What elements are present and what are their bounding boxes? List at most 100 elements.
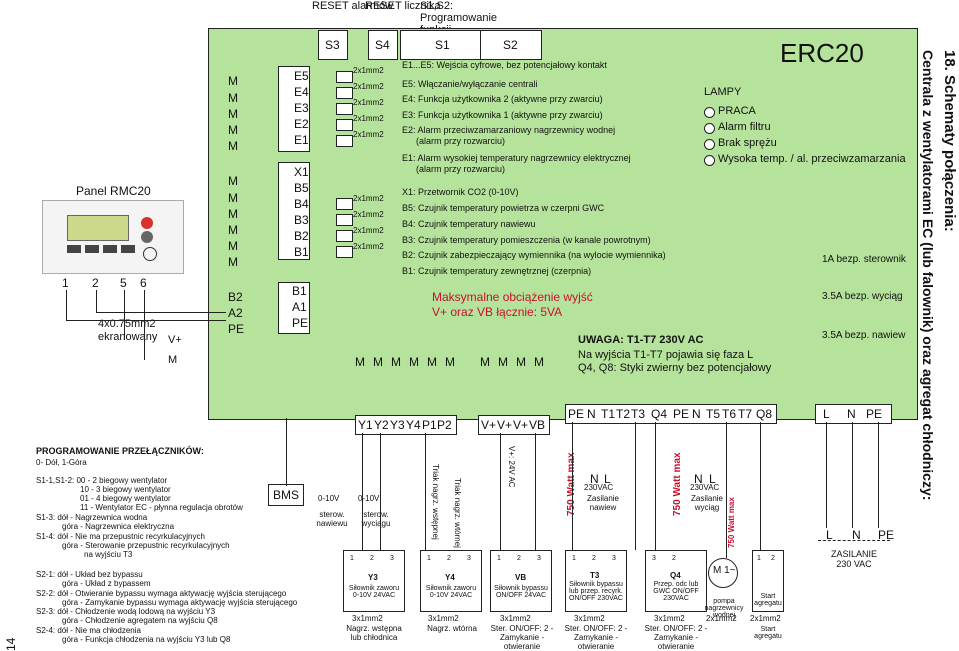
signal-0-10v: 0-10V	[358, 494, 380, 503]
device-cable: 3x1mm2	[352, 614, 383, 623]
term-n: N	[587, 407, 596, 421]
device-y4: 1 2 3 Y4 Siłownik zaworu 0-10V 24VAC	[420, 550, 482, 612]
prog-line: S2-4: dół - Nie ma chłodzenia	[36, 626, 141, 635]
device-title: Y3	[368, 573, 378, 582]
term-vplus: V+	[497, 418, 513, 432]
wire-label: 2x1mm2	[353, 194, 384, 203]
fan-icon	[143, 247, 157, 261]
reset-counter-label: RESET licznika	[365, 0, 441, 12]
bus-a2: A2	[228, 306, 243, 320]
sensor-b5	[336, 198, 353, 210]
bms-box: BMS	[268, 484, 304, 506]
wire	[362, 433, 363, 550]
m-bottom: M	[480, 355, 490, 369]
e-inputs-block	[278, 66, 310, 152]
switch-s1-label: S1	[435, 38, 450, 52]
wire-label: 2x1mm2	[353, 66, 384, 75]
bus-block-left	[222, 286, 244, 338]
desc-line: E1: Alarm wysokiej temperatury nagrzewni…	[402, 153, 631, 163]
device-term: 2	[517, 555, 521, 562]
bus-block-right	[278, 282, 310, 334]
switch-s4-box: S4	[368, 30, 398, 60]
vplus-24v: V+: 24V AC	[507, 446, 516, 488]
m-bottom: M	[498, 355, 508, 369]
lamps-title: LAMPY	[704, 86, 742, 98]
warning-title: UWAGA: T1-T7 230V AC	[578, 334, 704, 346]
switch-s3-box: S3	[318, 30, 348, 60]
device-cable: 3x1mm2	[654, 614, 685, 623]
side-title: 18. Schematy połączenia:	[941, 50, 958, 232]
device-term: 2	[672, 555, 676, 562]
wire	[380, 433, 381, 550]
pump-title: M 1~	[713, 565, 736, 576]
term-t2: T2	[616, 407, 631, 421]
term-pe: PE	[673, 407, 690, 421]
term-t7: T7	[738, 407, 753, 421]
input-b1: B1	[294, 245, 309, 259]
y-terminal-strip	[355, 415, 457, 435]
term-y2: Y2	[374, 418, 389, 432]
page-number: 14	[4, 637, 18, 651]
device-term: 1	[572, 555, 576, 562]
panel-display	[67, 215, 129, 241]
device-y3: 1 2 3 Y3 Siłownik zaworu 0-10V 24VAC	[343, 550, 405, 612]
term-y1: Y1	[358, 418, 373, 432]
prog-line: S1-1,S1-2: 00 - 2 biegowy wentylator	[36, 476, 168, 485]
wire-label: 2x1mm2	[353, 242, 384, 251]
device-term: 1	[757, 555, 761, 562]
m-term: M	[228, 223, 238, 237]
input-e1: E1	[294, 133, 309, 147]
start-desc: Start agregatu	[754, 593, 782, 607]
lamp-praca: PRACA	[718, 105, 756, 117]
device-term: 2	[447, 555, 451, 562]
prog-line: góra - Nagrzewnica elektryczna	[62, 522, 175, 531]
device-term: 3	[652, 555, 656, 562]
m-strip-left	[355, 355, 465, 369]
zas-term: PE	[878, 528, 895, 542]
panel-vplus: V+	[168, 334, 182, 346]
device-title: Q4	[670, 571, 681, 580]
bus-a1: A1	[292, 300, 307, 314]
controller-board	[208, 28, 918, 420]
input-x1: X1	[294, 165, 309, 179]
ln-term: N	[590, 472, 599, 486]
m-term: M	[228, 91, 238, 105]
term-y3: Y3	[390, 418, 405, 432]
device-t3: 1 2 3 T3 Siłownik bypassu lub przep. rec…	[565, 550, 627, 612]
ster-wyciagu: sterow. wyciągu	[361, 510, 391, 528]
device-title: T3	[590, 571, 600, 580]
prog-line: 10 - 3 biegowy wentylator	[80, 485, 171, 494]
pump-cable: 2x1mm2	[706, 614, 737, 623]
prog-legend: 0- Dół, 1-Góra	[36, 458, 87, 467]
term-q8: Q8	[756, 407, 773, 421]
panel-button	[141, 231, 153, 243]
prog-title: PROGRAMOWANIE PRZEŁĄCZNIKÓW:	[36, 446, 204, 456]
m-term: M	[228, 174, 238, 188]
m-term: M	[228, 255, 238, 269]
bus-b2: B2	[228, 290, 243, 304]
wire	[425, 433, 426, 550]
ster-nawiewu: sterow. nawiewu	[316, 510, 348, 528]
input-e5: E5	[294, 69, 309, 83]
m-term: M	[228, 107, 238, 121]
wire	[96, 312, 226, 313]
device-term: 2	[771, 555, 775, 562]
wire	[635, 422, 636, 550]
m-bottom: M	[355, 355, 365, 369]
prog-line: góra - Zamykanie bypassu wymaga aktywacj…	[62, 598, 298, 607]
device-note: Nagrz. wstępna lub chłodnica	[346, 624, 402, 642]
device-title: Y4	[445, 573, 455, 582]
input-e3: E3	[294, 101, 309, 115]
desc-line: B3: Czujnik temperatury pomieszczenia (w…	[402, 235, 651, 245]
switch-s2-box: S2	[480, 30, 542, 60]
prog-line: S1-4: dół - Nie ma przepustnic recyrkula…	[36, 532, 205, 541]
term-y4: Y4	[406, 418, 421, 432]
term-l: L	[823, 407, 830, 421]
sensor-b4	[336, 214, 353, 226]
device-term: 2	[592, 555, 596, 562]
triak-secondary: Triak nagrz. wtórnej	[453, 478, 462, 548]
wire	[96, 290, 97, 312]
lamp-icon	[704, 123, 715, 134]
panel-term: 2	[92, 276, 99, 290]
lamp-filter: Alarm filtru	[718, 121, 771, 133]
